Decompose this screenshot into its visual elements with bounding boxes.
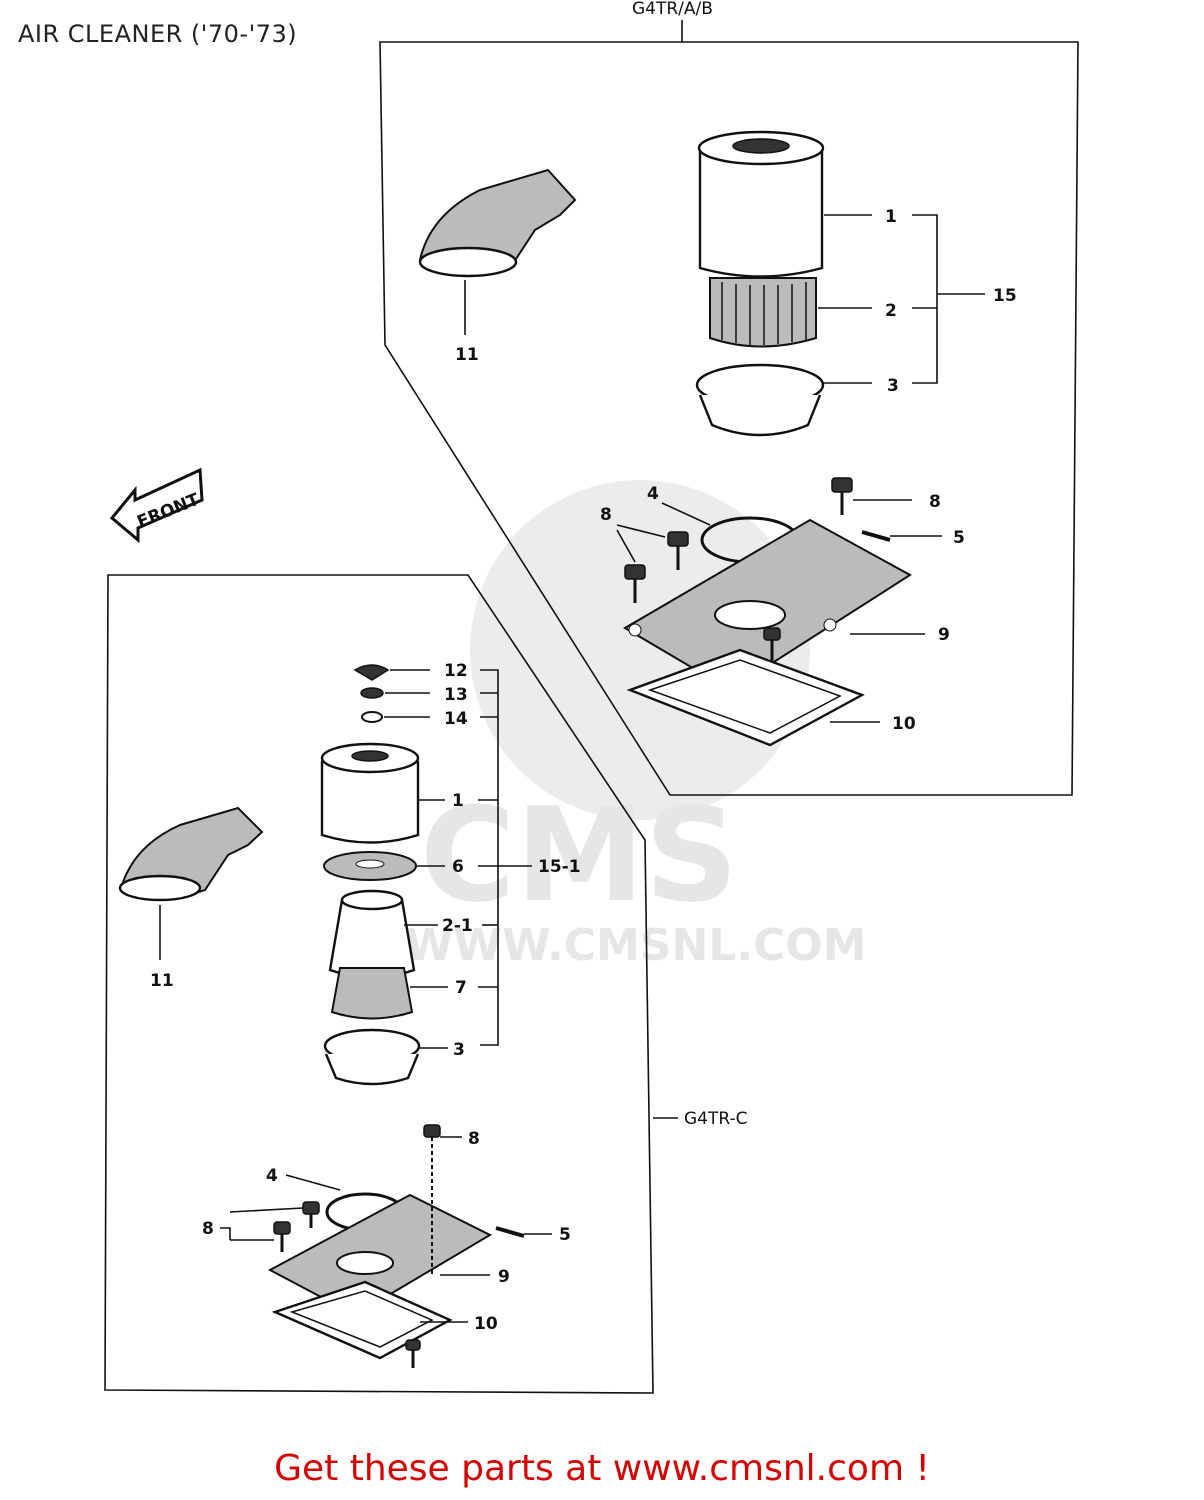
callout-top-4: 4 bbox=[647, 484, 659, 504]
callout-bottom-12: 12 bbox=[444, 661, 468, 681]
callout-top-15: 15 bbox=[993, 286, 1017, 306]
callout-top-5: 5 bbox=[953, 528, 965, 548]
callout-bottom-15-1: 15-1 bbox=[538, 857, 581, 877]
bottom-group-frame: G4TR-C bbox=[104, 574, 748, 1394]
parts-12-13-14-fasteners bbox=[353, 664, 390, 723]
callout-bottom-13: 13 bbox=[444, 685, 468, 705]
footer-link[interactable]: Get these parts at www.cmsnl.com ! bbox=[274, 1448, 930, 1489]
callout-bottom-14: 14 bbox=[444, 709, 468, 729]
part-11-duct-top bbox=[418, 168, 577, 278]
watermark-brand: CMS bbox=[420, 779, 738, 931]
part-3-ring-top bbox=[695, 363, 825, 437]
part-6-washer bbox=[323, 851, 417, 881]
bolts-bottom bbox=[273, 1124, 525, 1368]
callout-bottom-8a: 8 bbox=[468, 1129, 480, 1149]
watermark: CMS WWW.CMSNL.COM bbox=[405, 480, 867, 971]
callout-top-3: 3 bbox=[887, 376, 899, 396]
callout-bottom-10: 10 bbox=[474, 1314, 498, 1334]
part-2-element-top bbox=[709, 277, 817, 348]
callout-bottom-3: 3 bbox=[453, 1040, 465, 1060]
callout-top-9: 9 bbox=[938, 625, 950, 645]
part-9-base-bottom bbox=[267, 1193, 493, 1317]
callout-bottom-2-1: 2-1 bbox=[442, 916, 473, 936]
callout-top-11: 11 bbox=[455, 345, 479, 365]
callout-bottom-8b: 8 bbox=[202, 1219, 214, 1239]
callouts-top: 1 2 3 15 11 4 8 8 5 9 10 bbox=[455, 207, 1017, 734]
callout-top-1: 1 bbox=[885, 207, 897, 227]
part-7-mesh bbox=[330, 967, 414, 1020]
part-10-gasket-bottom bbox=[271, 1280, 453, 1360]
part-3-ring-bottom bbox=[323, 1028, 421, 1086]
group-label-bottom: G4TR-C bbox=[684, 1109, 748, 1129]
top-group-frame: G4TR/A/B bbox=[379, 0, 1079, 796]
callout-bottom-9: 9 bbox=[498, 1267, 510, 1287]
callout-top-8b: 8 bbox=[600, 505, 612, 525]
callout-bottom-6: 6 bbox=[452, 857, 464, 877]
callout-top-10: 10 bbox=[892, 714, 916, 734]
page-title: AIR CLEANER ('70-'73) bbox=[18, 20, 298, 48]
part-1-cover-bottom bbox=[320, 742, 420, 844]
front-arrow: FRONT bbox=[109, 467, 204, 544]
callouts-bottom: 12 13 14 1 6 15-1 2-1 7 3 11 8 4 8 5 9 1… bbox=[150, 661, 581, 1334]
bolts-top bbox=[624, 477, 891, 662]
part-2-1-element-bottom bbox=[328, 889, 416, 979]
part-1-cover-top bbox=[697, 130, 825, 278]
callout-bottom-4: 4 bbox=[266, 1166, 278, 1186]
watermark-url: WWW.CMSNL.COM bbox=[405, 920, 867, 971]
part-11-duct-bottom bbox=[118, 806, 264, 902]
part-10-gasket-top bbox=[626, 648, 865, 747]
callout-bottom-7: 7 bbox=[455, 978, 467, 998]
group-label-top: G4TR/A/B bbox=[632, 0, 713, 19]
callout-bottom-11: 11 bbox=[150, 971, 174, 991]
callout-bottom-5: 5 bbox=[559, 1225, 571, 1245]
callout-bottom-1: 1 bbox=[452, 791, 464, 811]
callout-top-2: 2 bbox=[885, 301, 897, 321]
callout-top-8a: 8 bbox=[929, 492, 941, 512]
